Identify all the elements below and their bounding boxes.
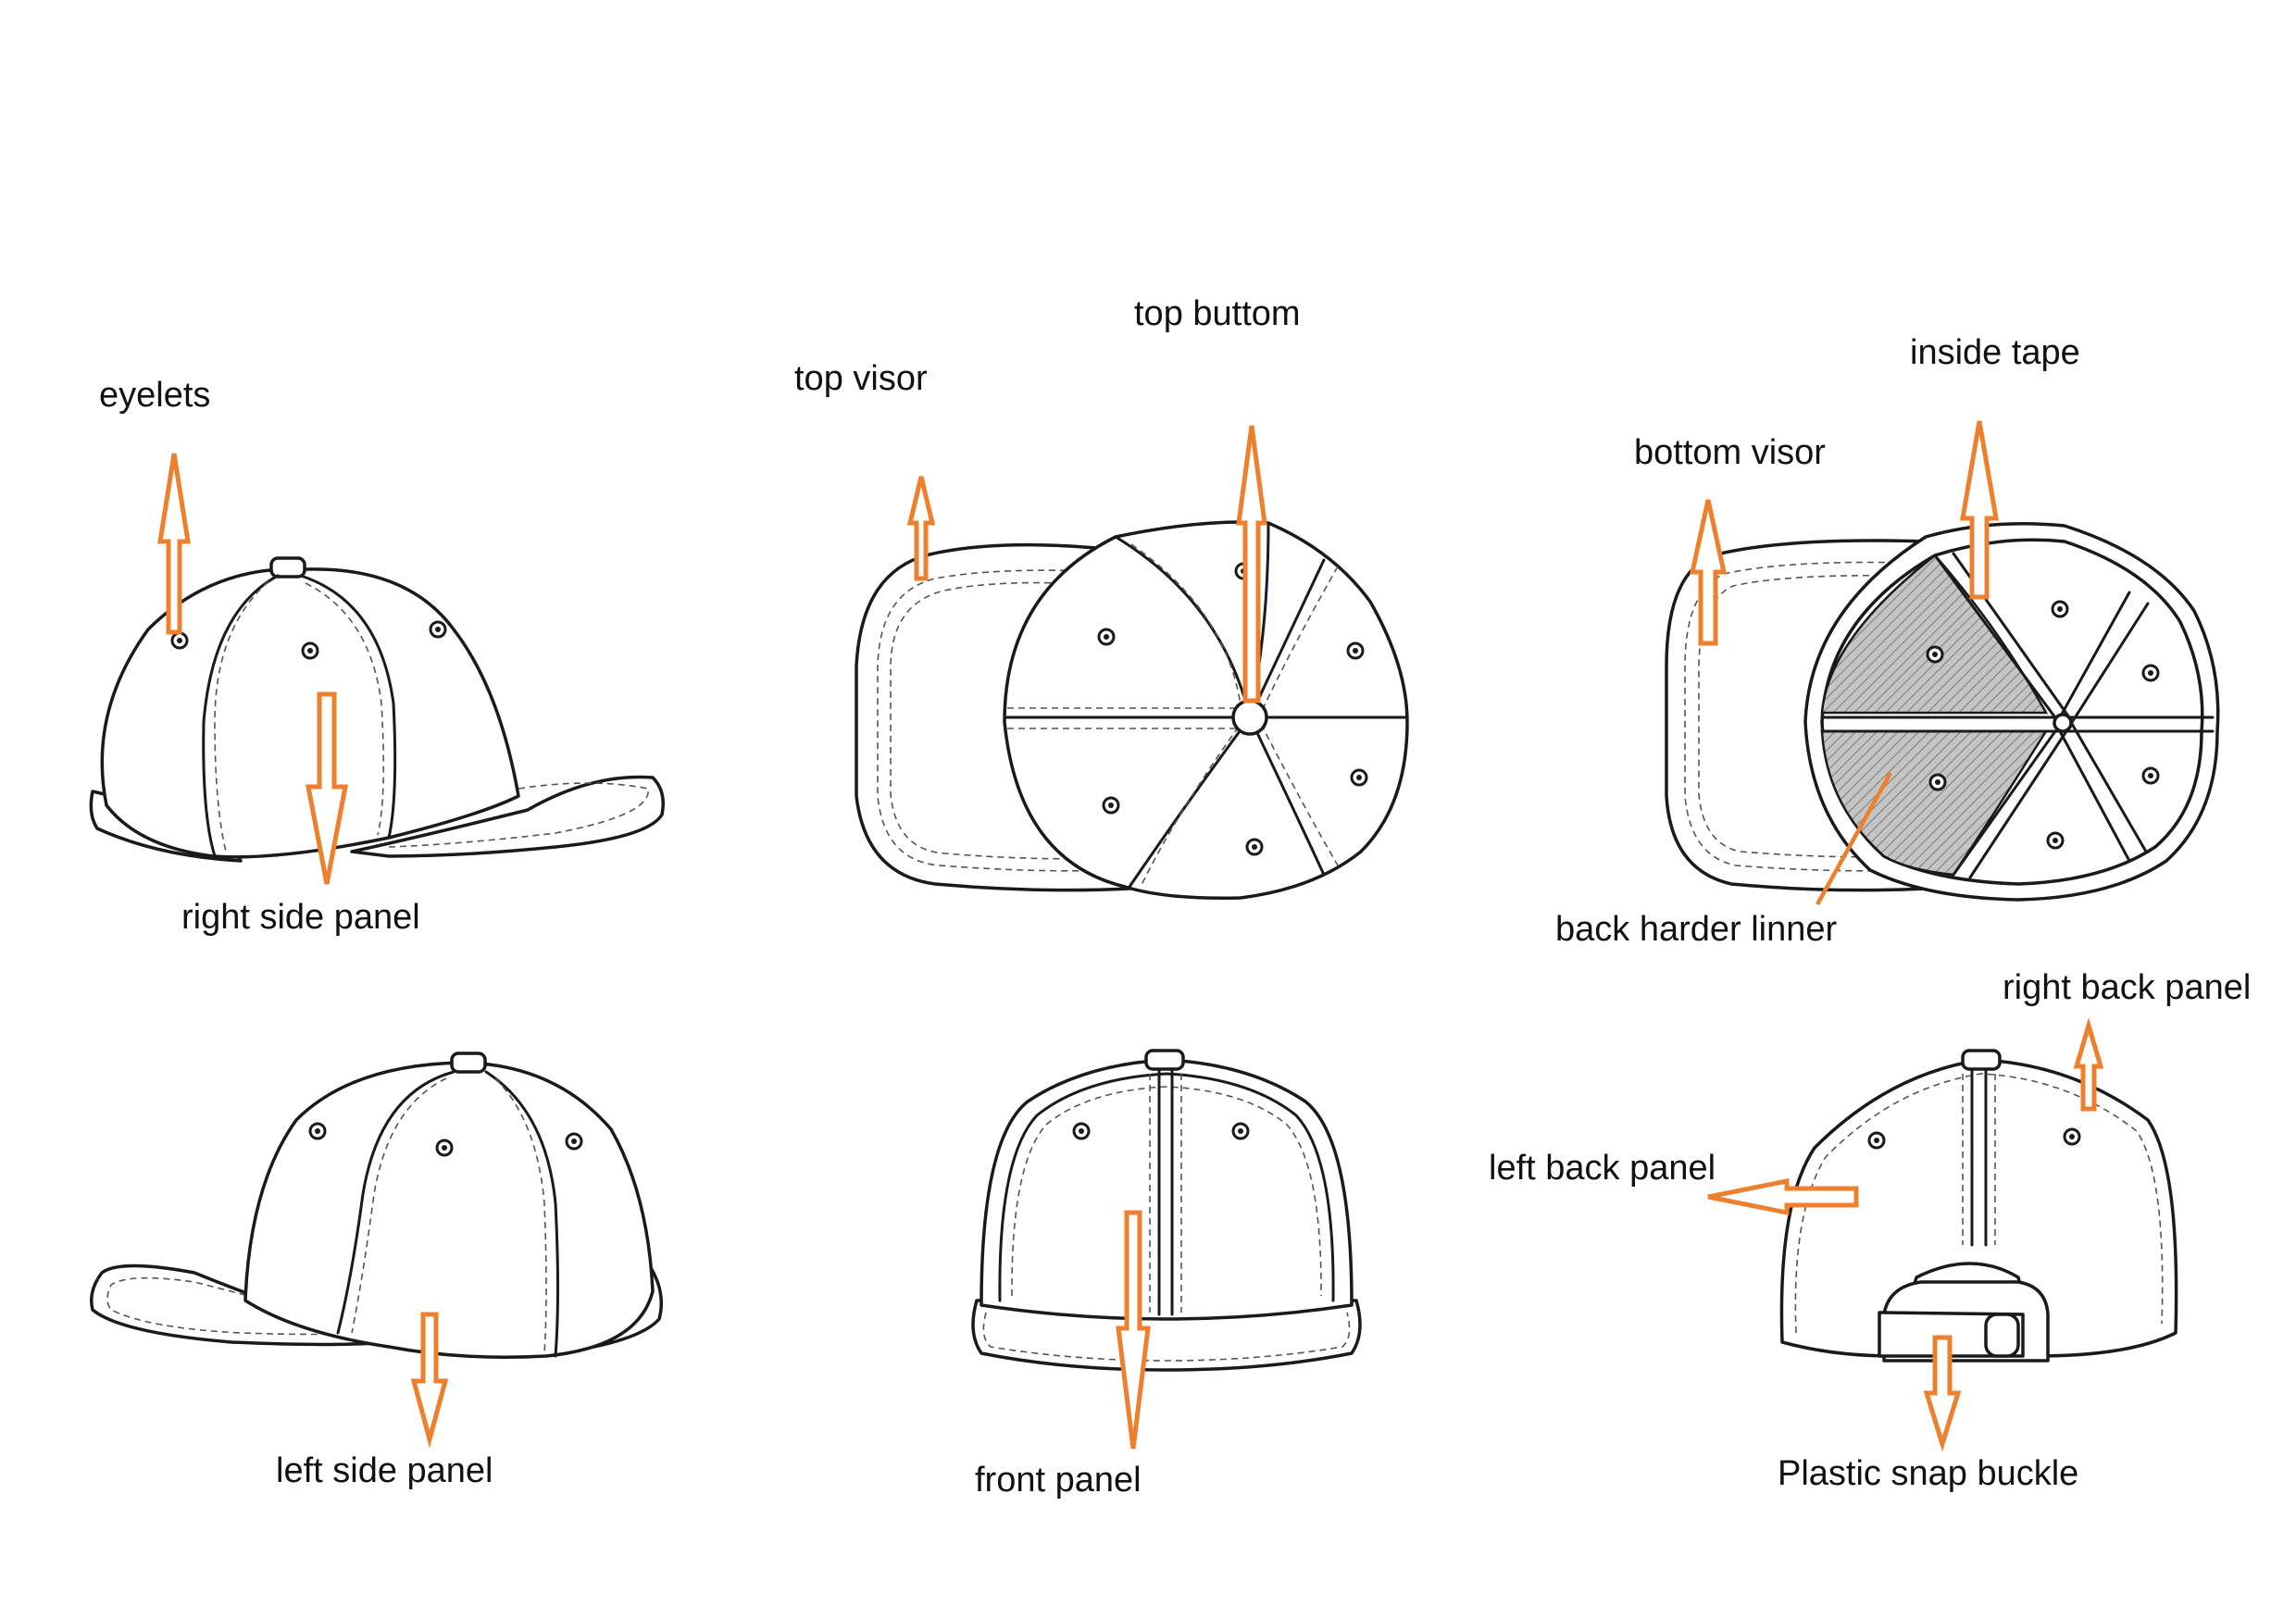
cap-back-view xyxy=(1779,1049,2178,1363)
eyelet xyxy=(1231,1122,1250,1140)
label-right-back-panel: right back panel xyxy=(2003,968,2252,1007)
cap-top-view xyxy=(855,520,1409,900)
eyelet xyxy=(2046,831,2065,850)
eyelet xyxy=(2051,600,2069,618)
label-top-visor: top visor xyxy=(794,359,928,398)
label-bottom-visor: bottom visor xyxy=(1634,433,1826,472)
arrow-front-panel xyxy=(1116,1210,1151,1450)
eyelet xyxy=(301,641,319,660)
arrow-left-back-panel xyxy=(1707,1177,1859,1216)
label-right-side-panel: right side panel xyxy=(181,898,420,937)
arrow-bottom-visor xyxy=(1689,499,1728,646)
eyelet xyxy=(1072,1122,1091,1140)
arrow-inside-tape xyxy=(1960,420,1999,600)
leader-back-harder-linner xyxy=(1816,771,1892,906)
arrow-plastic-snap-buckle xyxy=(1923,1335,1962,1452)
eyelet xyxy=(1346,641,1365,660)
eyelet xyxy=(1245,838,1264,856)
arrow-left-side-panel xyxy=(410,1312,449,1449)
cap-front-view xyxy=(971,1049,1362,1372)
label-front-panel: front panel xyxy=(975,1461,1142,1500)
eyelet xyxy=(2063,1127,2081,1146)
label-back-harder-linner: back harder linner xyxy=(1555,910,1838,949)
arrow-top-buttom xyxy=(1236,425,1267,703)
arrow-eyelets xyxy=(157,453,191,635)
label-plastic-snap-buckle: Plastic snap buckle xyxy=(1778,1454,2079,1493)
arrow-top-visor xyxy=(906,476,936,581)
eyelet xyxy=(1926,645,1944,664)
eyelet xyxy=(170,631,189,650)
cap-right-side-view xyxy=(89,556,665,863)
label-inside-tape: inside tape xyxy=(1910,333,2080,372)
eyelet xyxy=(1928,773,1947,791)
eyelet xyxy=(2141,766,2160,785)
eyelet xyxy=(1097,628,1116,646)
label-left-side-panel: left side panel xyxy=(276,1451,493,1490)
label-left-back-panel: left back panel xyxy=(1489,1149,1716,1188)
cap-underside-view xyxy=(1665,521,2220,902)
eyelet xyxy=(565,1132,583,1151)
eyelet xyxy=(2141,664,2160,682)
label-top-buttom: top buttom xyxy=(1134,294,1301,333)
arrow-right-back-panel xyxy=(2073,1017,2104,1112)
cap-left-side-view xyxy=(90,1052,663,1359)
label-eyelets: eyelets xyxy=(99,376,211,415)
eyelet xyxy=(1102,796,1120,815)
eyelet xyxy=(435,1139,454,1157)
eyelet xyxy=(1867,1131,1886,1150)
eyelet xyxy=(429,620,447,639)
arrow-right-side-panel xyxy=(305,691,349,885)
eyelet xyxy=(308,1122,327,1140)
eyelet xyxy=(1350,768,1368,787)
